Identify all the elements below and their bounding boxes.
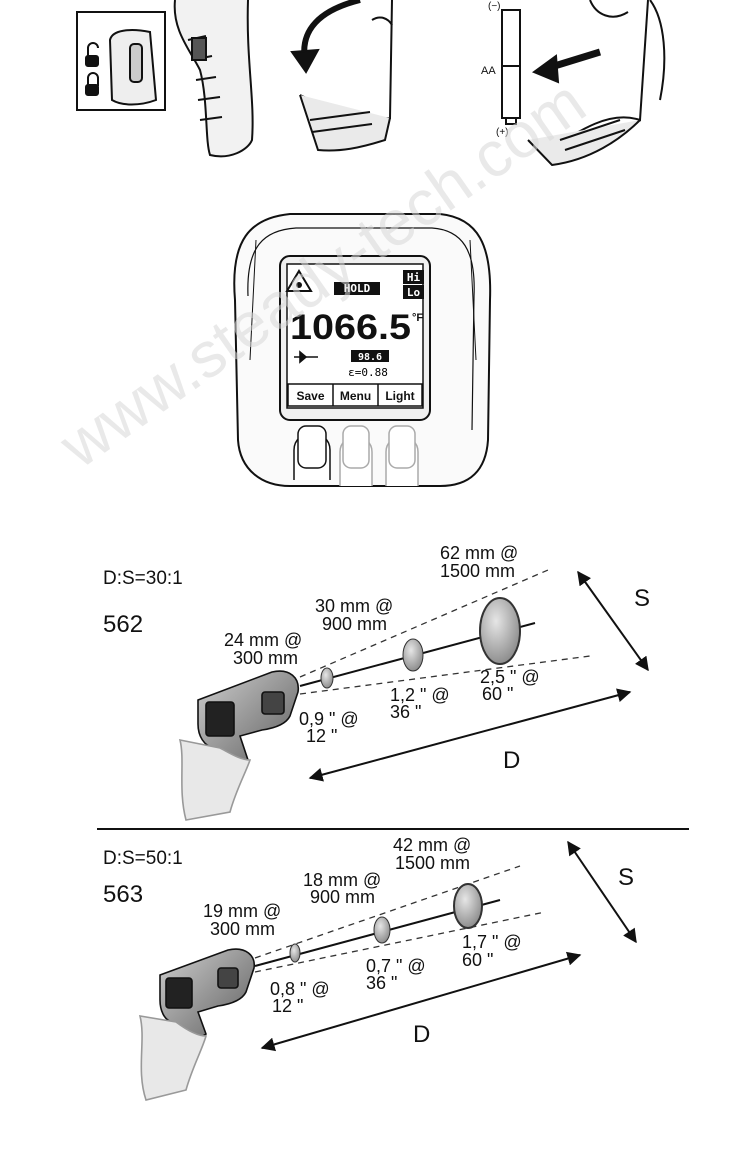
axis-s-562: S [634, 585, 650, 612]
softkey-save-label: Save [296, 389, 324, 403]
sub-reading: 98.6 [358, 352, 382, 363]
handle-sketch-2 [290, 0, 393, 152]
model-label-563: 563 [103, 881, 143, 908]
spot-3-size-563: 42 mm @ [393, 835, 471, 855]
spot-3-size-in-562: 2,5 " @ [480, 667, 540, 687]
battery-negative-label: (−) [488, 1, 501, 12]
spot-3-562 [479, 597, 521, 665]
spot-3-size-in-563: 1,7 " @ [462, 932, 522, 952]
spot-2-size-562: 30 mm @ [315, 596, 393, 616]
spot-3-size-562: 62 mm @ [440, 543, 518, 563]
spot-3-dist-in-563: 60 " [462, 950, 493, 970]
spot-3-563 [453, 883, 483, 929]
lock-icon [85, 72, 99, 96]
temperature-unit: °F [412, 312, 423, 324]
spot-2-562 [402, 638, 424, 672]
axis-s-563: S [618, 864, 634, 891]
lo-badge [403, 285, 424, 299]
handle-sketch-3 [501, 0, 666, 167]
softkey-menu-label: Menu [340, 389, 371, 403]
spot-2-563 [373, 916, 391, 944]
spot-2-size-in-562: 1,2 " @ [390, 685, 450, 705]
spot-2-size-in-563: 0,7 " @ [366, 956, 426, 976]
ds-diagram-562: D:S=30:1 562 S D 24 mm @ 300 mm 30 mm @ … [103, 543, 650, 821]
spot-1-size-in-563: 0,8 " @ [270, 979, 330, 999]
spot-3-dist-562: 1500 mm [440, 561, 515, 581]
hi-text: Hi [407, 271, 421, 284]
thermometer-gun-563 [138, 948, 255, 1101]
ratio-label-562: D:S=30:1 [103, 568, 183, 589]
battery-positive-label: (+) [496, 127, 509, 138]
softkey-light-label: Light [385, 389, 414, 403]
device-front: HOLD Hi Lo 1066.5 °F 98.6 ε=0.88 Save Me… [233, 213, 492, 487]
sub-reading-badge [351, 350, 389, 362]
thermometer-gun-562 [178, 670, 299, 821]
spot-1-563 [289, 943, 301, 963]
emissivity-value: ε=0.88 [348, 366, 388, 379]
axis-d-562: D [503, 747, 520, 774]
unlock-icon [85, 42, 99, 67]
spot-1-562 [320, 667, 334, 689]
ds-diagram-563: D:S=50:1 563 S D 19 mm @ 300 mm 18 mm @ … [103, 835, 637, 1101]
spot-1-dist-562: 300 mm [233, 648, 298, 668]
ratio-label-563: D:S=50:1 [103, 848, 183, 869]
spot-2-dist-in-563: 36 " [366, 973, 397, 993]
temperature-reading: 1066.5 [290, 308, 411, 347]
model-label-562: 562 [103, 611, 143, 638]
hi-badge [403, 270, 424, 284]
spot-3-dist-563: 1500 mm [395, 853, 470, 873]
probe-icon [294, 350, 318, 364]
hold-text: HOLD [344, 282, 371, 295]
spot-1-dist-in-563: 12 " [272, 996, 303, 1016]
spot-2-dist-in-562: 36 " [390, 702, 421, 722]
lock-inset [76, 11, 166, 111]
softkey-buttons [293, 425, 419, 486]
spot-1-size-563: 19 mm @ [203, 901, 281, 921]
lo-text: Lo [407, 286, 421, 299]
aa-battery [501, 9, 521, 125]
spot-1-size-in-562: 0,9 " @ [299, 709, 359, 729]
spot-2-size-563: 18 mm @ [303, 870, 381, 890]
spot-2-dist-563: 900 mm [310, 887, 375, 907]
spot-2-dist-562: 900 mm [322, 614, 387, 634]
laser-warning-icon [285, 269, 313, 292]
handle-sketch-1 [173, 0, 254, 158]
spot-1-dist-in-562: 12 " [306, 726, 337, 746]
axis-d-563: D [413, 1021, 430, 1048]
spot-3-dist-in-562: 60 " [482, 684, 513, 704]
battery-install-illustration [76, 0, 666, 167]
spot-1-dist-563: 300 mm [210, 919, 275, 939]
battery-aa-label: AA [481, 65, 496, 77]
hold-badge [334, 282, 380, 295]
spot-1-size-562: 24 mm @ [224, 630, 302, 650]
